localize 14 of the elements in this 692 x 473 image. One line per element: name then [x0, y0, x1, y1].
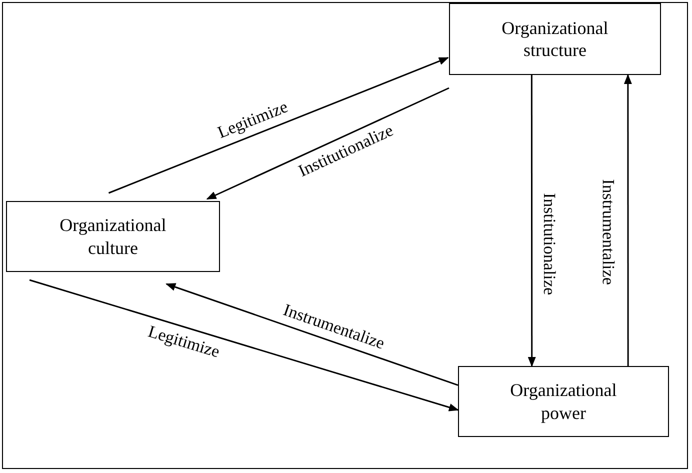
arrow	[166, 283, 458, 386]
process-box	[6, 201, 220, 272]
arrow	[624, 74, 632, 366]
edge-label: Institutionalize	[538, 192, 559, 295]
process-box	[458, 366, 669, 437]
edge-label: Instrumentalize	[598, 179, 618, 286]
arrow	[108, 57, 449, 194]
arrow	[29, 279, 459, 412]
arrow	[528, 75, 536, 367]
process-box	[449, 3, 661, 75]
node-label: Organizational culture	[58, 214, 168, 259]
node-label: Organizational structure	[500, 16, 610, 62]
arrow	[206, 87, 450, 200]
node-label: Organizational power	[509, 379, 618, 424]
